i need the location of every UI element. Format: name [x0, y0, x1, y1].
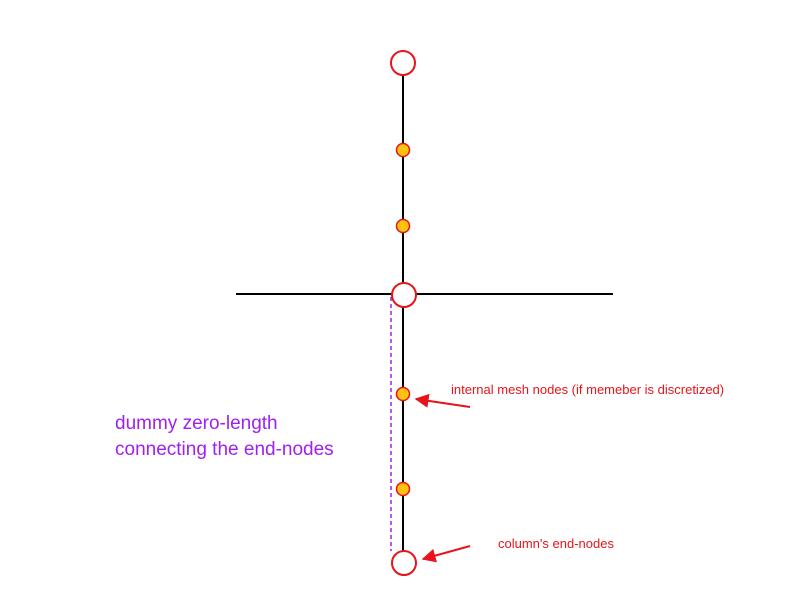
dummy-link-label: dummy zero-length connecting the end-nod… — [115, 411, 334, 463]
mesh-node-upper-1 — [395, 142, 411, 158]
column-top-end-node — [390, 50, 416, 76]
mesh-node-arrow — [414, 393, 471, 408]
dummy-link-label-line1: dummy zero-length — [115, 413, 278, 434]
dummy-link-label-line2: connecting the end-nodes — [115, 439, 334, 460]
column-end-nodes-label: column's end-nodes — [498, 536, 614, 551]
mesh-node-upper-2 — [395, 218, 411, 234]
end-node-arrow — [421, 545, 471, 563]
beam-column-joint-node — [391, 282, 417, 308]
column-bottom-end-node — [391, 550, 417, 576]
mesh-node-lower-1 — [395, 386, 411, 402]
mesh-node-lower-2 — [395, 481, 411, 497]
internal-mesh-nodes-label: internal mesh nodes (if memeber is discr… — [451, 382, 725, 397]
